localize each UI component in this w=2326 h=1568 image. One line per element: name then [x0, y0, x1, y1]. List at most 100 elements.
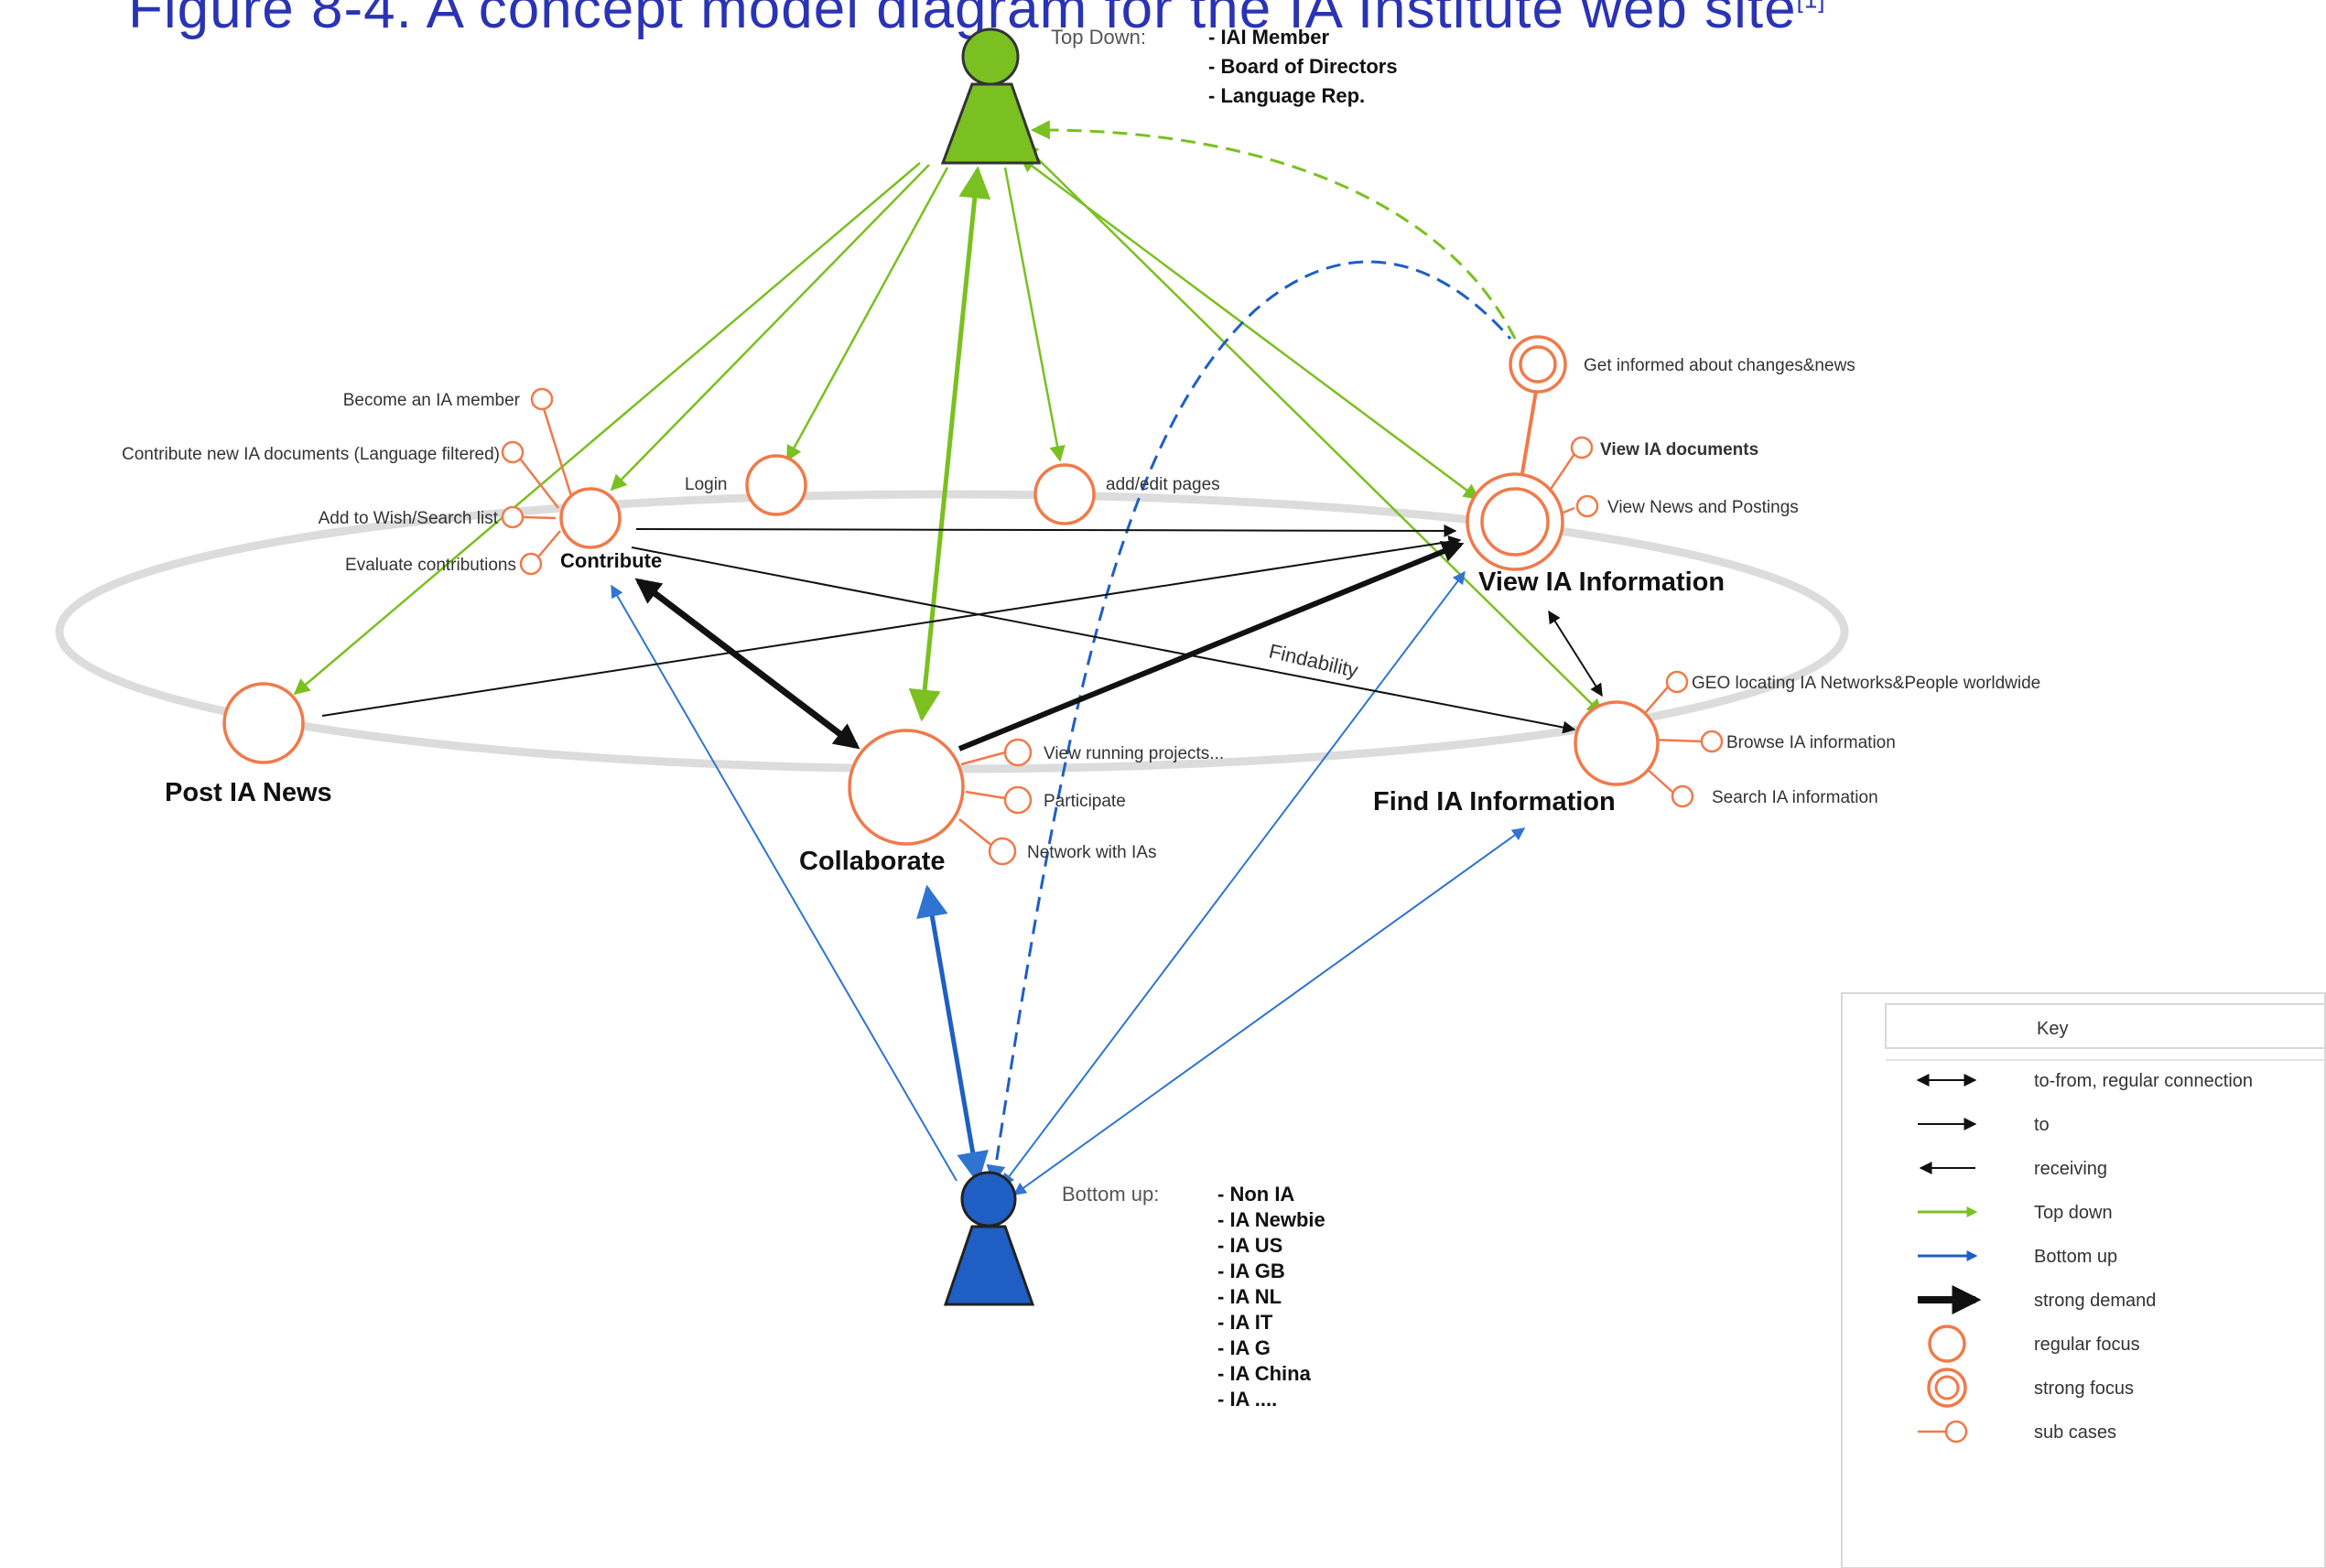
node-view-ia-information	[1466, 472, 1564, 571]
caption-footnote: [1]	[1797, 0, 1826, 13]
edge-getinformed-top-dashed	[1030, 120, 1517, 340]
legend: Key to-from, regular connection to recei…	[1841, 992, 2326, 1568]
node-contribute	[559, 487, 622, 549]
subcase-circle	[988, 837, 1017, 866]
edge-top-contribute	[610, 164, 930, 492]
label-view-ia-information: View IA Information	[1478, 568, 1725, 597]
edge-top-find	[1022, 143, 1604, 716]
node-post-ia-news	[222, 682, 305, 764]
subcase-circle	[501, 505, 525, 529]
bottom-role-3: - IA US	[1217, 1234, 1282, 1257]
nodes	[222, 335, 1660, 846]
label-get-informed: Get informed about changes&news	[1584, 356, 1855, 375]
subcase-circle	[1003, 738, 1033, 767]
top-actor-heading: Top Down:	[1051, 26, 1146, 49]
subcase-circle	[1700, 730, 1724, 753]
legend-item-strong-demand: strong demand	[2034, 1291, 2156, 1311]
legend-header	[1885, 1003, 2326, 1049]
legend-glyph-sub-cases	[1918, 1420, 1968, 1444]
legend-item-strong-focus: strong focus	[2034, 1379, 2134, 1399]
edge-collaborate-view-strong	[957, 541, 1465, 752]
legend-item-bottom-up: Bottom up	[2034, 1247, 2117, 1267]
bottom-role-8: - IA China	[1217, 1362, 1312, 1385]
bottom-role-9: - IA ....	[1217, 1388, 1277, 1411]
subcase-contribute-docs: Contribute new IA documents (Language fi…	[122, 445, 500, 464]
bottom-up-connections	[611, 260, 1526, 1195]
subcase-network: Network with IAs	[1027, 843, 1156, 862]
top-role-3: - Language Rep.	[1208, 84, 1365, 107]
subcase-connectors	[516, 379, 1704, 848]
subcase-circle	[1570, 436, 1594, 460]
node-login	[745, 454, 807, 516]
subcase-become-member: Become an IA member	[343, 391, 521, 410]
edge-label-findability: Findability	[1267, 640, 1360, 683]
top-down-connections	[293, 120, 1604, 722]
edge-bottom-find	[1012, 827, 1526, 1195]
node-addedit-pages	[1033, 463, 1096, 525]
edge-bottom-collaborate-strong	[916, 884, 989, 1184]
bottom-role-2: - IA Newbie	[1217, 1208, 1325, 1231]
subcase-circle	[530, 387, 554, 411]
label-login: Login	[685, 475, 728, 494]
label-addedit-pages: add/edit pages	[1106, 475, 1220, 494]
subcase-evaluate: Evaluate contributions	[345, 556, 516, 575]
subcase-add-wish: Add to Wish/Search list	[319, 509, 499, 528]
subcase-geo-locating: GEO locating IA Networks&People worldwid…	[1692, 674, 2040, 693]
legend-frame	[1841, 992, 2326, 1568]
legend-item-to-from: to-from, regular connection	[2034, 1071, 2253, 1091]
top-role-2: - Board of Directors	[1208, 55, 1398, 78]
subcase-circle	[1665, 670, 1689, 694]
bottom-actor-icon	[943, 1171, 1035, 1306]
top-actor-icon	[940, 27, 1042, 165]
bottom-role-4: - IA GB	[1217, 1260, 1285, 1282]
subcase-browse: Browse IA information	[1726, 733, 1896, 752]
bottom-role-6: - IA IT	[1217, 1311, 1273, 1334]
subcase-participate: Participate	[1044, 792, 1126, 811]
top-actor-roles: Top Down: - IAI Member - Board of Direct…	[1051, 26, 1398, 107]
subcase-view-docs: View IA documents	[1600, 440, 1758, 460]
subcase-circles	[501, 387, 1724, 866]
node-find-ia-information	[1574, 700, 1660, 786]
subcase-search: Search IA information	[1712, 788, 1878, 807]
bottom-actor-heading: Bottom up:	[1062, 1183, 1159, 1206]
edge-contribute-find	[631, 546, 1576, 734]
legend-item-to: to	[2034, 1115, 2050, 1135]
subcase-view-news: View News and Postings	[1607, 498, 1799, 517]
edge-bottom-getinformed-dashed	[986, 260, 1512, 1185]
label-contribute: Contribute	[560, 549, 662, 572]
bottom-actor-roles: Bottom up: - Non IA - IA Newbie - IA US …	[1062, 1183, 1325, 1411]
subcase-circle	[519, 552, 543, 576]
figure-caption: Figure 8-4. A concept model diagram for …	[128, 0, 2234, 41]
legend-item-top-down: Top down	[2034, 1203, 2113, 1223]
caption-text: Figure 8-4. A concept model diagram for …	[128, 0, 1797, 40]
edge-bottom-contribute	[611, 584, 957, 1182]
edge-view-find	[1548, 610, 1603, 697]
edge-top-addedit	[1003, 167, 1066, 462]
legend-glyph-strong-focus	[1927, 1368, 1967, 1408]
edge-top-post	[293, 162, 921, 696]
legend-title: Key	[2037, 1019, 2068, 1039]
label-find-ia-information: Find IA Information	[1373, 787, 1616, 816]
node-get-informed	[1509, 335, 1567, 394]
label-post-ia-news: Post IA News	[165, 778, 332, 807]
bottom-role-5: - IA NL	[1217, 1285, 1282, 1308]
legend-item-receiving: receiving	[2034, 1159, 2107, 1179]
legend-glyph-regular-focus	[1928, 1325, 1966, 1363]
edge-contribute-view	[635, 524, 1457, 537]
bottom-role-1: - Non IA	[1217, 1183, 1294, 1206]
subcase-circle	[1575, 494, 1599, 518]
subcase-circle	[501, 440, 525, 464]
subcase-view-projects: View running projects...	[1044, 744, 1224, 763]
legend-item-regular-focus: regular focus	[2034, 1335, 2140, 1355]
edge-top-collaborate-strong	[908, 166, 991, 722]
node-collaborate	[848, 729, 965, 846]
subcase-circle	[1003, 785, 1033, 815]
edge-top-login	[785, 167, 949, 462]
edge-contribute-collaborate-strong	[634, 578, 860, 750]
bottom-role-7: - IA G	[1217, 1336, 1271, 1359]
edge-post-view	[321, 535, 1462, 717]
label-collaborate: Collaborate	[799, 847, 946, 876]
subcase-circle	[1671, 784, 1694, 808]
black-connections	[321, 524, 1603, 752]
